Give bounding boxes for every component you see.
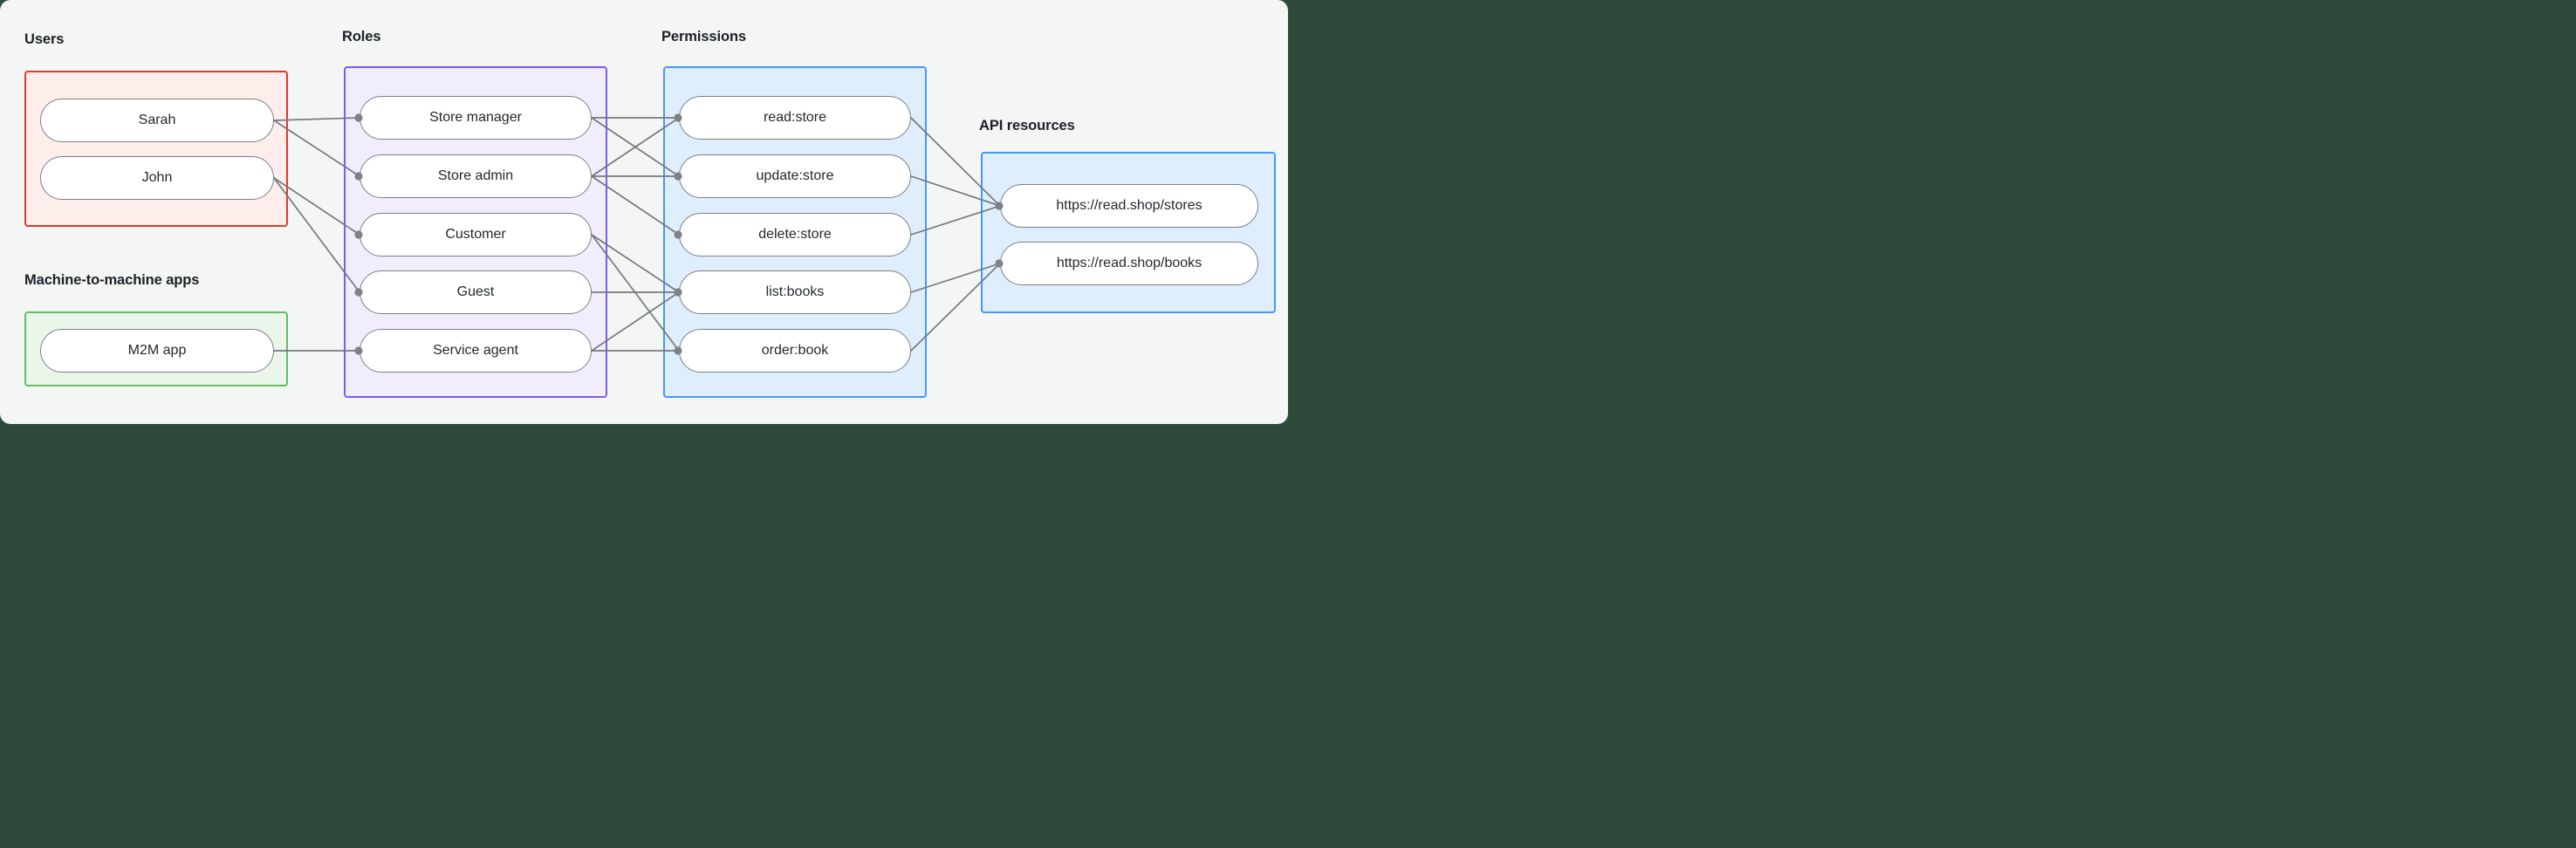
node-label: M2M app (127, 343, 187, 358)
node-label: Store admin (437, 168, 514, 183)
diagram-page: Users Sarah John Machine-to-machine apps… (0, 0, 1288, 424)
node-service-agent: Service agent (360, 329, 592, 373)
node-label: delete:store (758, 227, 832, 242)
m2m-group-label: Machine-to-machine apps (24, 272, 200, 288)
node-store-admin: Store admin (360, 154, 592, 198)
node-api-books: https://read.shop/books (1000, 242, 1258, 285)
node-label: John (141, 170, 173, 185)
users-group-label: Users (24, 31, 65, 47)
node-store-manager: Store manager (360, 96, 592, 140)
permissions-group-label: Permissions (661, 29, 747, 44)
node-sarah: Sarah (40, 99, 274, 142)
api-group-box (981, 152, 1276, 313)
node-order-book: order:book (679, 329, 911, 373)
roles-group-label: Roles (342, 29, 381, 44)
api-group-label: API resources (979, 118, 1075, 133)
node-update-store: update:store (679, 154, 911, 198)
node-john: John (40, 156, 274, 200)
node-label: order:book (761, 343, 829, 358)
node-guest: Guest (360, 270, 592, 314)
node-label: Sarah (138, 113, 176, 127)
node-read-store: read:store (679, 96, 911, 140)
node-api-stores: https://read.shop/stores (1000, 184, 1258, 228)
node-label: list:books (765, 284, 825, 299)
node-label: https://read.shop/stores (1056, 198, 1202, 213)
node-label: update:store (756, 168, 834, 183)
node-label: read:store (763, 110, 827, 125)
node-delete-store: delete:store (679, 213, 911, 256)
node-customer: Customer (360, 213, 592, 256)
node-label: Guest (456, 284, 495, 299)
users-group-box (24, 71, 288, 227)
node-label: Service agent (433, 343, 518, 358)
node-label: https://read.shop/books (1056, 256, 1202, 270)
node-label: Customer (445, 227, 506, 242)
node-list-books: list:books (679, 270, 911, 314)
node-label: Store manager (429, 110, 522, 125)
node-m2m-app: M2M app (40, 329, 274, 373)
